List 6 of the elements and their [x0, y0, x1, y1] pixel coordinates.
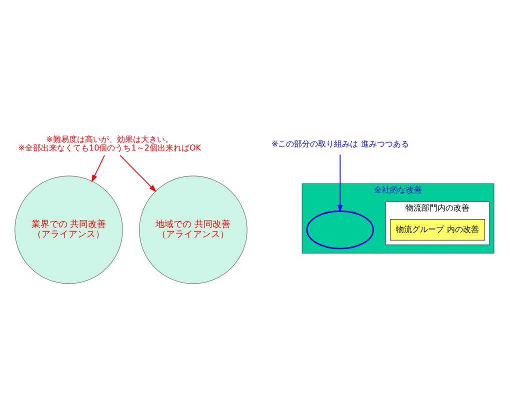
arrow: [338, 154, 343, 212]
node-circle: 業界での 共同改善 （アライアンス）: [14, 175, 123, 284]
node-circle: 地域での 共同改善 （アライアンス）: [139, 175, 248, 284]
arrow: [120, 154, 156, 192]
node-ellipse: [306, 210, 374, 249]
arrow: [91, 154, 105, 182]
